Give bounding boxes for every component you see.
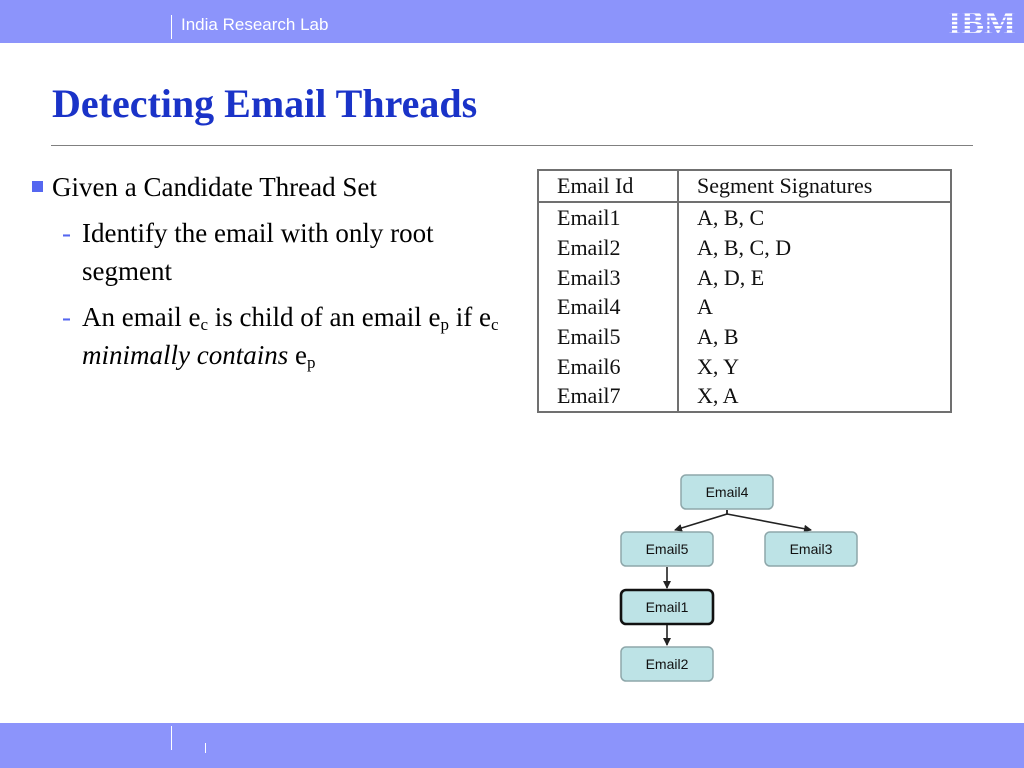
table-header-row: Email Id Segment Signatures xyxy=(537,169,952,203)
header-divider xyxy=(171,15,172,39)
ibm-logo: IBM xyxy=(948,5,1016,39)
slide-title: Detecting Email Threads xyxy=(52,81,478,126)
svg-text:Email3: Email3 xyxy=(790,541,833,557)
tree-node-left: Email5 xyxy=(620,531,714,567)
tree-node-right: Email3 xyxy=(764,531,858,567)
footer-bar xyxy=(0,723,1024,768)
table-cell: Email1 xyxy=(538,202,679,233)
tree-edge xyxy=(674,510,728,532)
table-row: Email6 X, Y xyxy=(538,351,951,382)
table-cell: Email4 xyxy=(538,292,679,322)
table-cell: Email6 xyxy=(538,351,679,382)
table-cell: A xyxy=(697,294,713,320)
column-header: Email Id xyxy=(537,169,679,203)
lab-name: India Research Lab xyxy=(181,15,329,34)
tree-node-highlighted: Email1 xyxy=(619,588,715,626)
table-row: Email2 A, B, C, D xyxy=(538,232,951,263)
footer-divider xyxy=(171,726,172,750)
table-cell: A, D, E xyxy=(697,264,765,290)
table-row: Email5 A, B xyxy=(538,321,951,352)
table-cell: Email2 xyxy=(538,232,679,263)
bullet-item: Given a Candidate Thread Set xyxy=(32,168,512,206)
table-row: Email7 X, A xyxy=(538,381,951,412)
sub-bullet-text: An email ec is child of an email ep if e… xyxy=(82,302,499,372)
table-cell: Email7 xyxy=(538,381,679,412)
table-cell: X, Y xyxy=(697,353,739,379)
svg-text:Email4: Email4 xyxy=(706,484,749,500)
svg-text:Email5: Email5 xyxy=(646,541,689,557)
table-cell: Email3 xyxy=(538,262,679,293)
table-cell: Email5 xyxy=(538,321,679,352)
column-header: Segment Signatures xyxy=(677,169,952,203)
square-bullet-icon xyxy=(32,181,43,192)
tree-node-root: Email4 xyxy=(680,474,774,510)
sub-bullet-item: - Identify the email with only root segm… xyxy=(32,214,512,290)
table-cell: A, B xyxy=(697,324,739,350)
table-row: Email1 A, B, C xyxy=(538,202,951,233)
bullet-text: Given a Candidate Thread Set xyxy=(52,172,377,202)
bullet-list: Given a Candidate Thread Set - Identify … xyxy=(32,168,512,374)
segment-signature-table: Email Id Segment Signatures Email1 A, B, … xyxy=(537,169,952,413)
table-row: Email3 A, D, E xyxy=(538,262,951,293)
sub-bullet-text: Identify the email with only root segmen… xyxy=(82,218,434,286)
thread-tree-diagram: Email4 Email5 Email3 Email1 Email2 xyxy=(619,474,858,682)
dash-bullet-icon: - xyxy=(62,302,71,332)
tree-edge xyxy=(726,510,812,533)
title-rule xyxy=(51,145,973,146)
table-cell: A, B, C, D xyxy=(697,235,792,261)
sub-bullet-item: - An email ec is child of an email ep if… xyxy=(32,298,512,374)
header-bar: India Research Lab IBM xyxy=(0,0,1024,43)
tree-node-bottom: Email2 xyxy=(620,646,714,682)
logo-text: IBM xyxy=(948,5,1016,39)
table-row: Email4 A xyxy=(538,292,951,322)
footer-divider-small xyxy=(205,743,206,753)
svg-text:Email1: Email1 xyxy=(646,599,689,615)
dash-bullet-icon: - xyxy=(62,218,71,248)
table-cell: X, A xyxy=(697,383,739,409)
table-cell: A, B, C xyxy=(697,205,765,231)
svg-text:Email2: Email2 xyxy=(646,656,689,672)
